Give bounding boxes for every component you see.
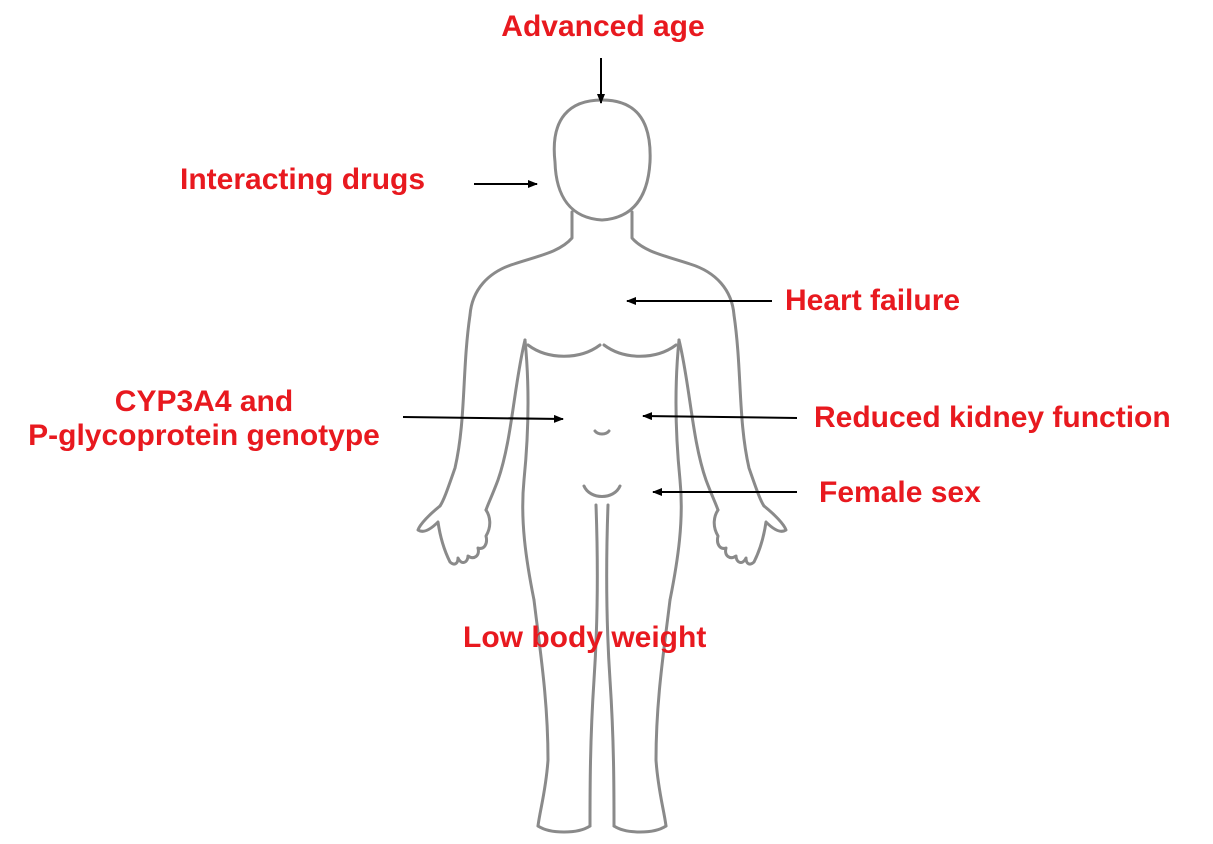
label-cyp3a4-line1: CYP3A4 and [8,385,400,419]
human-body-outline-icon [418,100,786,832]
arrow-cyp3a4 [403,417,563,419]
label-reduced-kidney-function: Reduced kidney function [814,401,1171,435]
label-cyp3a4-line2: P-glycoprotein genotype [8,419,400,453]
label-cyp3a4-genotype: CYP3A4 and P-glycoprotein genotype [8,385,400,453]
label-advanced-age: Advanced age [488,10,718,44]
label-low-body-weight: Low body weight [463,621,706,655]
label-heart-failure: Heart failure [785,284,960,318]
arrow-reduced-kidney [643,416,797,418]
label-interacting-drugs: Interacting drugs [180,163,425,197]
label-female-sex: Female sex [819,476,981,510]
